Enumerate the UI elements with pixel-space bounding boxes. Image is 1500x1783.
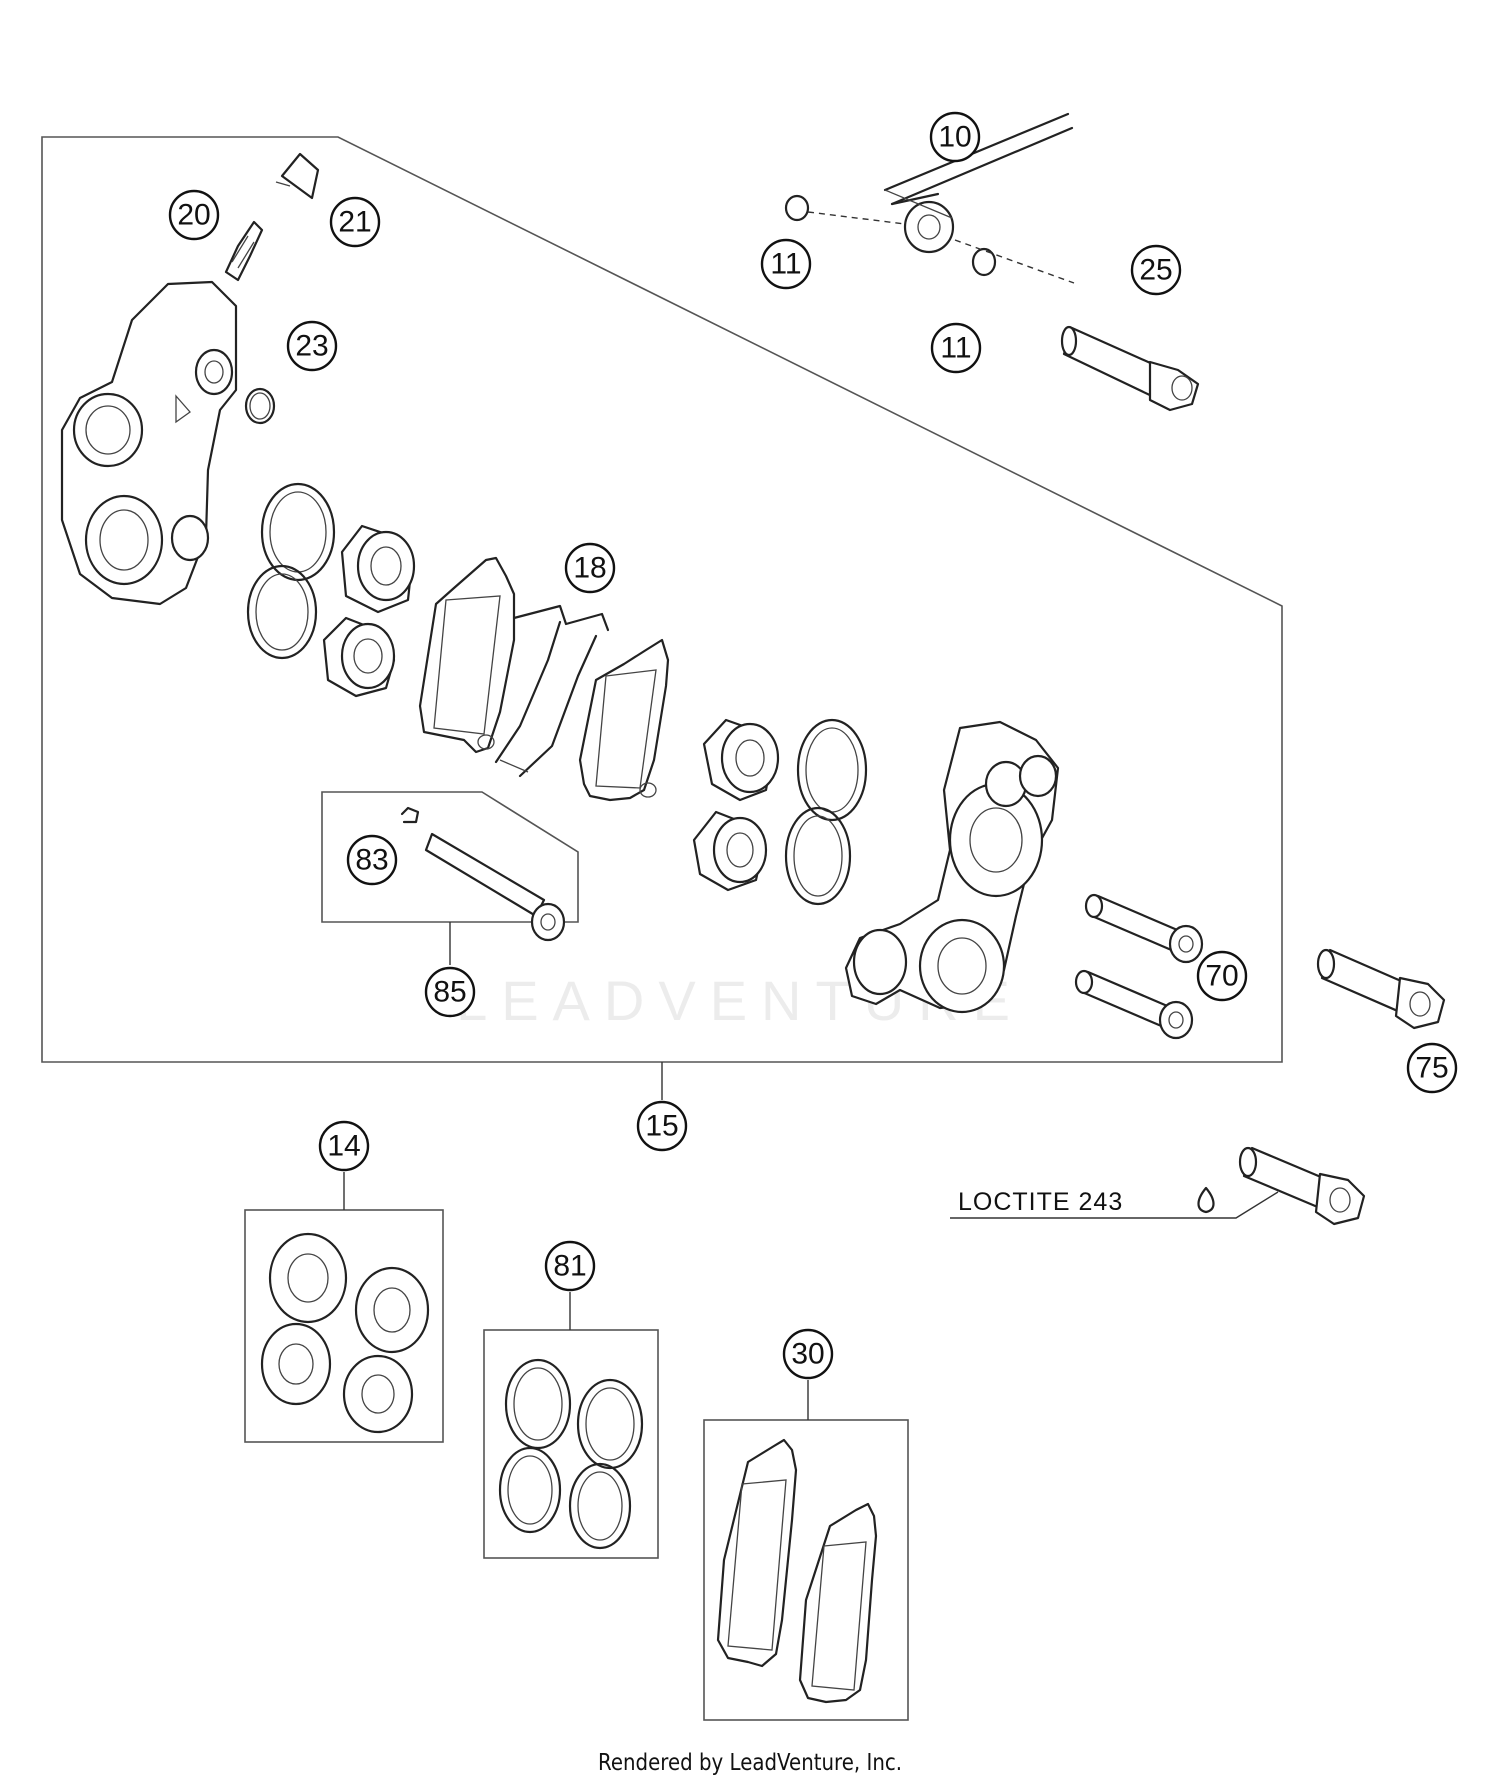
loctite-bolt (1197, 1146, 1366, 1226)
caliper-housing-right (844, 720, 1060, 1014)
footer-credit: Rendered by LeadVenture, Inc. (597, 1750, 903, 1776)
callout-23: 23 (286, 320, 338, 372)
callout-70: 70 (1196, 950, 1248, 1002)
pad-spring (494, 604, 610, 778)
callout-11-lower: 11 (930, 322, 982, 374)
pistons-left (322, 524, 416, 698)
svg-text:10: 10 (938, 121, 971, 154)
svg-text:21: 21 (338, 206, 371, 239)
svg-text:83: 83 (355, 844, 388, 877)
svg-text:81: 81 (553, 1250, 586, 1283)
washer-upper (784, 194, 810, 222)
washer-lower (971, 247, 997, 277)
callout-83: 83 (346, 834, 398, 886)
seal-kit-box (483, 1329, 659, 1559)
callout-10: 10 (929, 111, 981, 163)
callout-11-upper: 11 (760, 238, 812, 290)
brake-line (883, 112, 1074, 254)
brake-pad-kit (716, 1438, 878, 1704)
callout-14: 14 (318, 1120, 370, 1172)
bleeder-cap (275, 152, 320, 200)
brake-pad-kit-box (703, 1419, 909, 1721)
piston-seals-right (784, 718, 868, 906)
svg-text:20: 20 (177, 199, 210, 232)
caliper-assembly-frame (41, 136, 1283, 1063)
mounting-bolt (1316, 948, 1446, 1030)
o-ring (244, 387, 276, 425)
loctite-note: LOCTITE 243 (958, 1188, 1123, 1216)
svg-text:25: 25 (1139, 254, 1172, 287)
svg-text:15: 15 (645, 1110, 678, 1143)
bleeder-valve (224, 220, 264, 282)
callout-21: 21 (329, 196, 381, 248)
callout-30: 30 (782, 1328, 834, 1380)
pad-pin-box (321, 791, 579, 923)
callout-25: 25 (1130, 244, 1182, 296)
piston-seals-left (246, 482, 336, 660)
svg-text:14: 14 (327, 1130, 360, 1163)
callout-81: 81 (544, 1240, 596, 1292)
callout-18: 18 (564, 542, 616, 594)
caliper-bolt-upper (1084, 893, 1204, 964)
seal-kit (498, 1358, 644, 1550)
callout-75: 75 (1406, 1042, 1458, 1094)
svg-text:30: 30 (791, 1338, 824, 1371)
brake-pad-outer (578, 638, 670, 802)
caliper-housing-left (60, 280, 238, 606)
pistons-right (692, 718, 780, 892)
svg-text:11: 11 (770, 248, 801, 281)
svg-text:18: 18 (573, 552, 606, 585)
callout-85: 85 (424, 966, 476, 1018)
svg-text:70: 70 (1205, 960, 1238, 993)
brake-pad-inner (418, 556, 516, 754)
callout-15: 15 (636, 1100, 688, 1152)
svg-text:11: 11 (940, 332, 971, 365)
banjo-bolt (1060, 325, 1200, 412)
svg-text:23: 23 (295, 330, 328, 363)
svg-text:85: 85 (433, 976, 466, 1009)
pad-pin (400, 806, 566, 942)
caliper-bolt-lower (1074, 969, 1194, 1040)
callout-20: 20 (168, 189, 220, 241)
piston-kit (260, 1232, 430, 1434)
svg-text:75: 75 (1415, 1052, 1448, 1085)
